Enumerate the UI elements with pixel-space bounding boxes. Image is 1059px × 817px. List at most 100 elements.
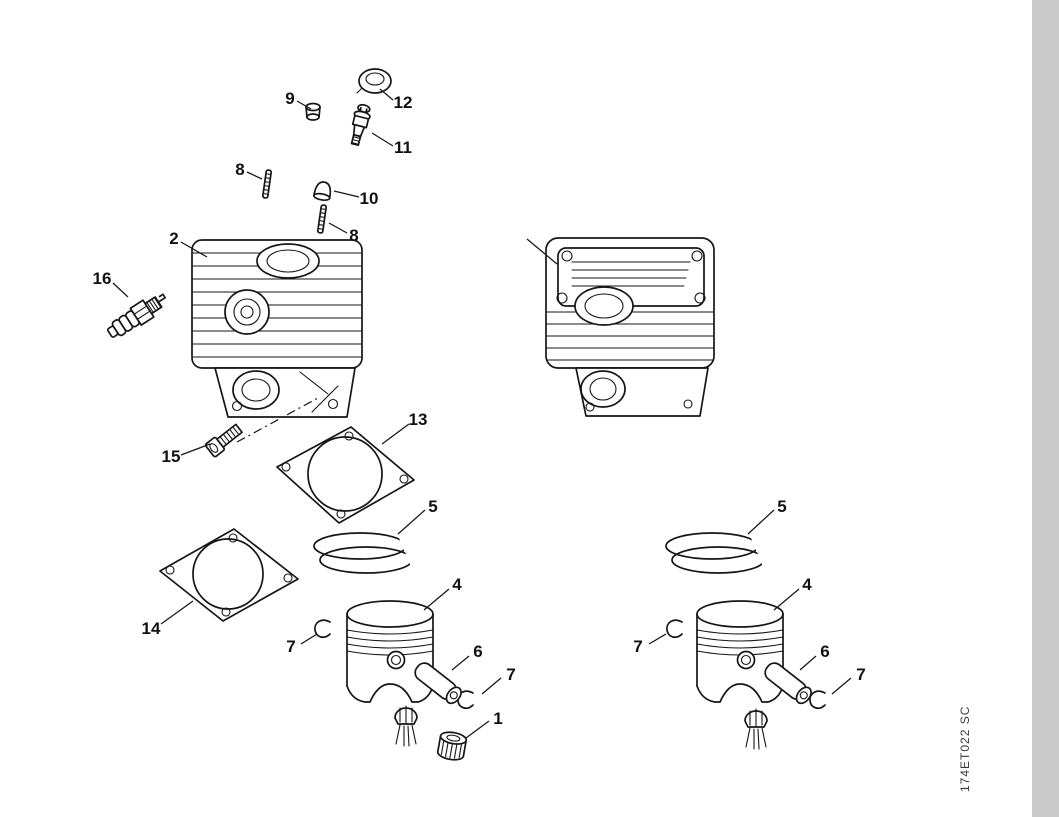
bearing-needles (440, 739, 463, 759)
wrist-pin-end (795, 686, 812, 705)
cover-12-tab (356, 87, 363, 94)
flange-detail-lines (299, 371, 339, 413)
leader-7-left-upper (300, 633, 318, 645)
wrist-pin-6-right (764, 662, 812, 705)
screw-threads (219, 426, 240, 446)
cage-facets (749, 708, 763, 727)
circlip-7-left-upper (314, 619, 331, 639)
piston-ring (319, 546, 413, 574)
bearing-bottom (436, 750, 465, 761)
piston-ring (313, 532, 407, 560)
flange-bolt-hole (231, 400, 243, 412)
screw-15 (204, 423, 243, 458)
leader-10 (333, 190, 360, 198)
callout-4-left: 4 (452, 575, 462, 594)
needle-bearing-1 (436, 731, 468, 761)
cylinder-left-port-inner (241, 378, 271, 402)
leader-8-upper (246, 171, 263, 180)
drawing-code-watermark: 174ET022 SC (958, 706, 972, 792)
leader-7-right-upper (648, 633, 667, 645)
spark-plug-threads (146, 296, 162, 314)
leader-15 (180, 443, 211, 456)
gasket-hole (336, 509, 346, 519)
gasket-hole (228, 533, 238, 543)
cage-needles (745, 727, 767, 750)
gasket-hole (221, 607, 231, 617)
callout-5-left: 5 (428, 497, 437, 516)
cover-12-inner (365, 72, 385, 86)
stud-body (316, 204, 328, 234)
stud-body (261, 169, 273, 199)
needle-cage-left (394, 705, 418, 747)
wrist-pin-boss (736, 650, 756, 670)
stud-8-lower (316, 204, 328, 234)
wrist-pin-boss (386, 650, 406, 670)
circlip-7-right-upper (666, 619, 683, 639)
cylinder-right-chamber (574, 286, 634, 326)
leader-4-right (773, 588, 800, 611)
page-edge-strip (1032, 0, 1059, 817)
cylinder-right-chamber-inner (584, 293, 624, 319)
leader-unlabeled-right-cylinder (526, 238, 558, 265)
cylinder-right-top-fins (571, 261, 691, 287)
leader-14 (160, 600, 194, 625)
needle-cage-right (744, 708, 768, 750)
top-plate-hole (556, 292, 568, 304)
piston-rings-5-right (665, 532, 772, 574)
wrist-pin-end (445, 686, 462, 705)
leader-5-left (397, 509, 426, 535)
gasket-hole (344, 431, 354, 441)
piston-skirt (346, 683, 434, 703)
cylinder-right-port-inner (589, 377, 617, 401)
circlip-7-left-lower (457, 690, 474, 710)
callout-14: 14 (142, 619, 161, 638)
spark-plug-hole-inner (240, 305, 254, 319)
gasket-13 (276, 426, 415, 524)
decompression-valve-11 (350, 103, 371, 147)
spark-plug-hex-facets (133, 305, 151, 320)
top-plate-hole (561, 250, 573, 262)
piston-ring-grooves (346, 629, 434, 656)
gasket-hole (281, 462, 291, 472)
callout-10: 10 (360, 189, 379, 208)
bearing-top (439, 731, 468, 745)
wrist-pin-6-left (414, 662, 462, 705)
callout-12: 12 (394, 93, 413, 112)
cylinder-left-top-opening-inner (266, 249, 310, 273)
gasket-hole (399, 474, 409, 484)
cage-needles (395, 724, 417, 747)
piston-4-left (346, 600, 434, 703)
callout-labels: 9 12 11 8 10 8 2 16 15 13 5 4 7 6 7 14 1… (93, 89, 866, 728)
callout-8-lower: 8 (349, 226, 358, 245)
callout-6-left: 6 (473, 642, 482, 661)
stud-threads (317, 208, 327, 230)
top-plate-hole (691, 250, 703, 262)
leader-6-left (451, 655, 470, 671)
spark-plug-16 (107, 293, 167, 338)
ring-gap (404, 548, 420, 572)
spark-plug-hole (233, 298, 261, 326)
plug-9 (305, 102, 321, 121)
leader-lines (112, 88, 852, 739)
cover-12 (356, 68, 392, 94)
leader-16 (112, 282, 129, 298)
leader-7-left-lower (481, 677, 502, 695)
callout-8-upper: 8 (235, 160, 244, 179)
bearing-bore (446, 734, 461, 742)
flange-bolt-hole (327, 398, 339, 410)
leader-5-right (747, 509, 775, 535)
cover-12-outer (358, 68, 392, 94)
cylinder-right-port (580, 370, 626, 408)
leader-7-right-lower (831, 677, 852, 695)
callout-7-left-upper: 7 (286, 637, 295, 656)
leader-13 (381, 423, 410, 445)
top-plate-hole (694, 292, 706, 304)
piston-4-right (696, 600, 784, 703)
wrist-pin-hole (449, 691, 458, 700)
piston-ring (665, 532, 759, 560)
callout-2: 2 (169, 229, 178, 248)
callout-7-left-lower: 7 (506, 665, 515, 684)
piston-skirt (696, 683, 784, 703)
bearing-sides (436, 735, 468, 757)
